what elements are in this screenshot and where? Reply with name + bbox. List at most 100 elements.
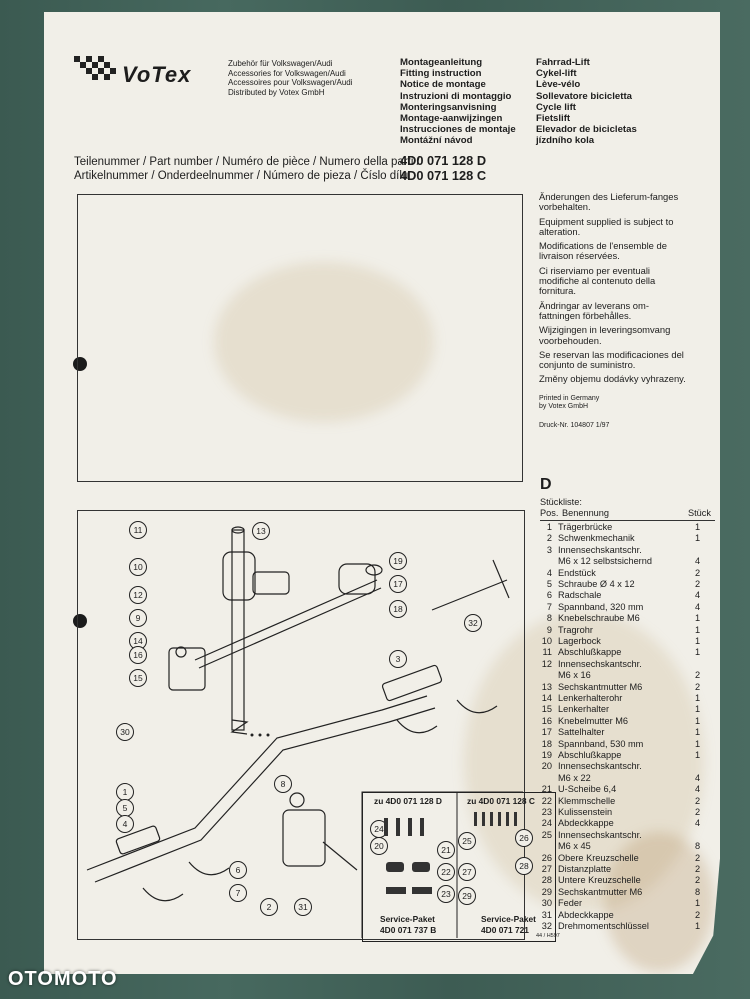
callout-26: 26 (515, 829, 533, 847)
support-tube (231, 529, 245, 731)
product-name: Fietslift (536, 113, 571, 125)
row-position: 11 (542, 647, 552, 658)
row-quantity: 2 (695, 864, 701, 874)
callout-29: 29 (458, 887, 476, 905)
row-position: 15 (541, 704, 552, 715)
row-position: 32 (541, 921, 552, 931)
row-name: Schraube Ø 4 x 12 (558, 579, 635, 589)
row-position: 14 (541, 693, 552, 703)
row-name: Schwenkmechanik (558, 533, 635, 544)
punch-hole (73, 357, 87, 371)
instruction-title: Notice de montage (400, 79, 486, 91)
row-position: 6 (546, 590, 552, 601)
product-name: Elevador de bicicletas (536, 124, 637, 136)
row-name: Innensechskantschr. (558, 829, 642, 840)
callout-32: 32 (464, 614, 482, 632)
brand-line: Distributed by Votex GmbH (228, 87, 325, 97)
notes-column: Änderungen des Lieferum-fanges vorbehalt… (539, 191, 694, 430)
parts-list-row: 32 Drehmomentschlüssel 1 (540, 921, 710, 932)
row-name: U-Scheibe 6,4 (558, 784, 617, 795)
callout-23: 23 (437, 885, 455, 903)
row-position: 18 (541, 738, 552, 749)
callout-15: 15 (129, 669, 147, 687)
part-label: Artikelnummer / Onderdeelnummer / Número… (74, 170, 409, 182)
stain (464, 612, 704, 912)
callout-13: 13 (252, 522, 270, 540)
row-quantity: 1 (695, 750, 701, 760)
row-name: Sechskantmutter M6 (558, 681, 643, 692)
row-quantity: 2 (695, 681, 701, 692)
callout-14: 14 (129, 632, 147, 650)
brand-line: Zubehör für Volkswagen/Audi (228, 59, 333, 68)
row-position: 8 (546, 613, 552, 624)
row-position: 10 (541, 636, 552, 646)
part-label: Teilenummer / Part number / Numéro de pi… (74, 156, 420, 168)
row-quantity: 1 (695, 647, 701, 658)
row-quantity: 2 (695, 875, 701, 886)
row-quantity: 4 (695, 601, 701, 612)
row-name: Abschlußkappe (558, 647, 622, 658)
callout-27: 27 (458, 863, 476, 881)
row-quantity: 1 (695, 898, 701, 909)
row-quantity: 1 (695, 636, 701, 646)
votex-logo (74, 56, 116, 80)
service-right-title: Service-Paket (481, 914, 536, 924)
row-name: Tragrohr (558, 624, 593, 635)
row-position: 27 (541, 864, 552, 874)
callout-7: 7 (229, 884, 247, 902)
row-position: 16 (541, 715, 552, 726)
row-quantity: 1 (695, 738, 701, 749)
row-quantity: 2 (695, 579, 701, 589)
row-position: 2 (546, 533, 552, 544)
row-position: 28 (541, 875, 552, 886)
service-pack-box (362, 792, 556, 942)
print-number: Druck-Nr. 104807 1/97 (539, 421, 610, 429)
row-name: Untere Kreuzschelle (558, 875, 641, 886)
service-right-footnote: 44 / H597 (536, 933, 560, 939)
row-quantity: 2 (695, 670, 701, 681)
row-quantity: 8 (695, 841, 701, 852)
diagram-box (77, 510, 525, 940)
row-name: M6 x 22 (558, 772, 591, 783)
row-name: Feder (558, 898, 583, 909)
row-name: Drehmomentschlüssel (558, 921, 649, 931)
callout-6: 6 (229, 861, 247, 879)
callout-11: 11 (129, 521, 147, 539)
product-name: Cycle lift (536, 101, 576, 113)
callout-4: 4 (116, 815, 134, 833)
callout-31: 31 (294, 898, 312, 916)
callout-22: 22 (437, 863, 455, 881)
row-name: M6 x 12 selbstsichernd (558, 556, 652, 567)
row-quantity: 2 (695, 852, 701, 863)
row-position: 22 (541, 795, 552, 806)
col-pos: Pos. (540, 508, 559, 518)
row-name: Abdeckkappe (558, 818, 614, 829)
callout-19: 19 (389, 552, 407, 570)
callout-18: 18 (389, 600, 407, 618)
stain (604, 832, 714, 972)
row-name: Endstück (558, 567, 596, 578)
row-quantity: 1 (695, 921, 701, 931)
service-left-number: 4D0 071 737 B (380, 925, 437, 935)
stain (214, 262, 434, 422)
instruction-title: Instrucciones de montaje (400, 124, 516, 136)
brand-line: Accessories for Volkswagen/Audi (228, 68, 346, 78)
logo-text: VoTex (122, 62, 192, 87)
part-number-labels: Teilenummer / Part number / Numéro de pi… (74, 155, 420, 183)
